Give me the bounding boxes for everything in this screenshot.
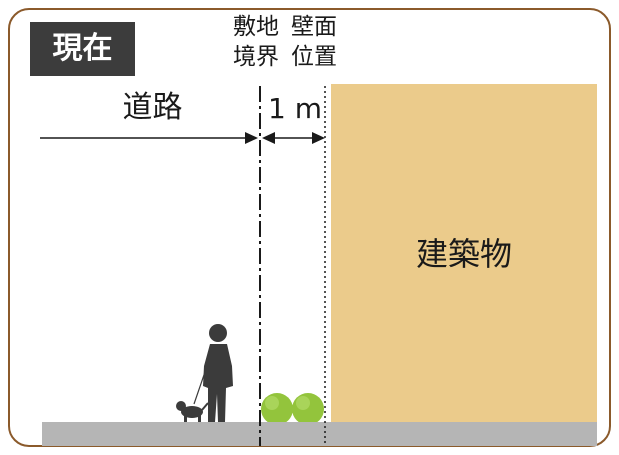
dog-leg-back	[198, 414, 201, 422]
person-body	[203, 344, 233, 422]
shrub-icon	[261, 393, 324, 425]
status-badge: 現在	[30, 22, 135, 76]
person-head	[209, 324, 227, 342]
dog-tail	[201, 402, 209, 411]
dog-head	[176, 401, 186, 411]
wall-position-label-line2: 位置	[291, 44, 337, 70]
setback-arrow-head-left	[262, 132, 275, 144]
wall-position-label-line1: 壁面	[291, 14, 337, 40]
building-block	[331, 84, 597, 422]
shrub-left	[261, 393, 293, 425]
site-boundary-label-line1: 敷地	[233, 14, 279, 40]
setback-distance-label: 1 m	[268, 92, 322, 125]
person-walking-dog-icon	[176, 324, 233, 422]
dog-leg-front	[184, 414, 187, 422]
wall-position-label: 壁面 位置	[287, 12, 341, 72]
leash	[193, 371, 206, 405]
shrub-left-highlight	[265, 396, 279, 410]
road-arrow	[40, 132, 258, 144]
ground-strip	[42, 422, 597, 446]
setback-arrow-head-right	[312, 132, 325, 144]
shrub-right-highlight	[296, 396, 310, 410]
setback-dimension-arrow	[262, 132, 325, 144]
site-boundary-label-line2: 境界	[233, 44, 279, 70]
site-boundary-label: 敷地 境界	[229, 12, 283, 72]
road-label: 道路	[122, 90, 183, 125]
building-label: 建築物	[415, 235, 512, 273]
road-arrow-head	[245, 132, 258, 144]
shrub-right	[292, 393, 324, 425]
